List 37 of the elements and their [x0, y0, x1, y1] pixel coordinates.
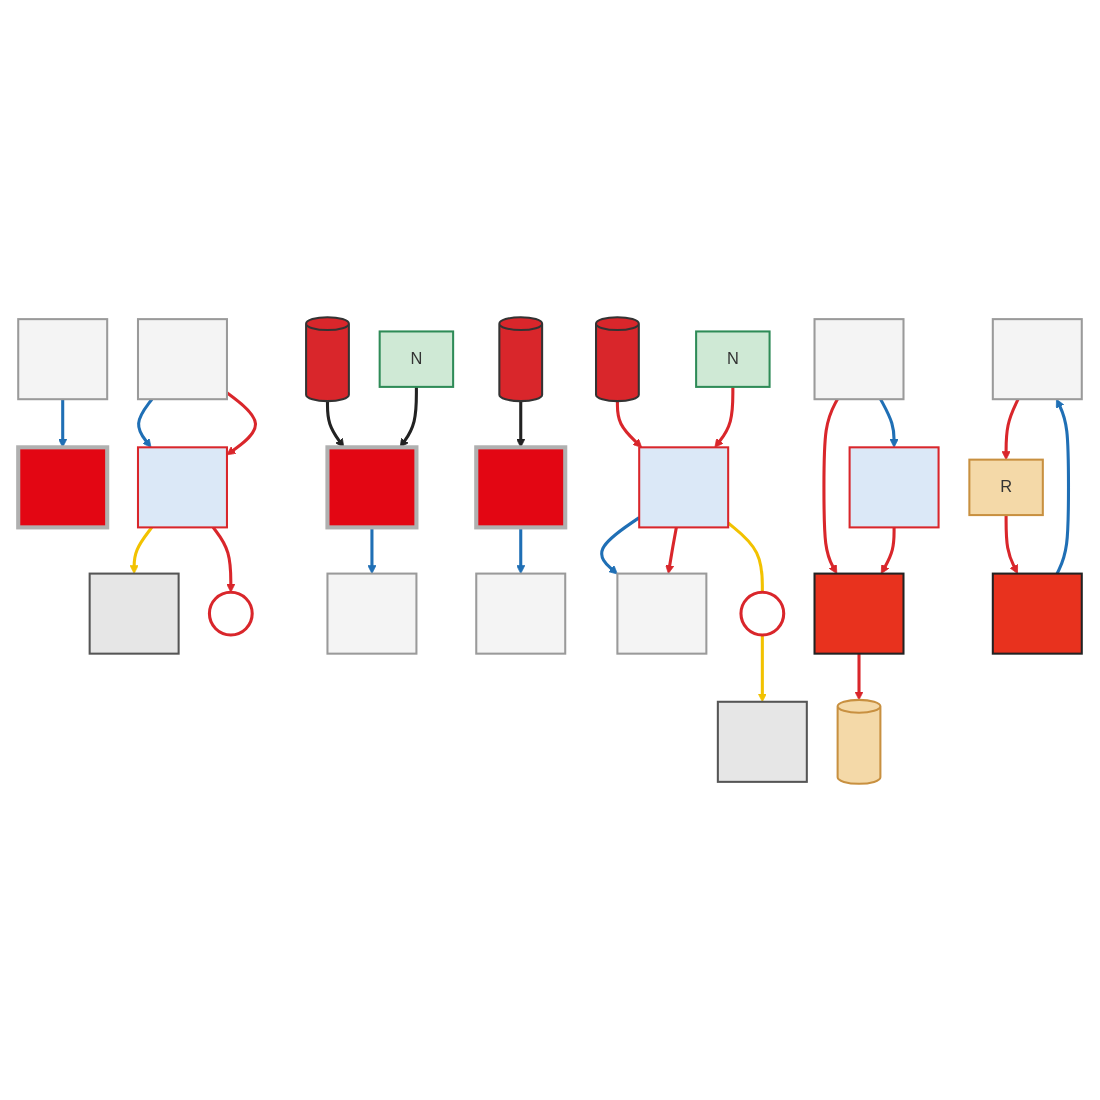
arrow [615, 400, 643, 448]
node-box [17, 317, 109, 400]
node-box [695, 329, 771, 388]
node-box [848, 445, 940, 528]
node-box [638, 445, 730, 528]
node-box [616, 572, 708, 655]
arrow [1055, 398, 1071, 574]
node-box [813, 317, 905, 400]
node-box [136, 317, 228, 400]
node-cylinder [305, 315, 350, 402]
node-box [378, 329, 455, 388]
arrow [665, 526, 678, 574]
arrow [226, 390, 257, 455]
node-circle [739, 590, 786, 637]
connector [727, 521, 764, 592]
diagram: N N R [10, 10, 1090, 1090]
node-cylinder [595, 315, 640, 402]
node-box [88, 572, 180, 655]
arrow [757, 634, 767, 702]
node-box [716, 700, 808, 783]
node-box [325, 444, 419, 529]
node-cylinder [498, 315, 544, 402]
arrow [1001, 398, 1020, 460]
node-box [991, 572, 1083, 655]
node-box [326, 572, 418, 655]
node-box [16, 444, 110, 529]
node-box [475, 572, 567, 655]
arrow [1004, 514, 1018, 574]
arrow [880, 526, 896, 574]
arrow [854, 653, 864, 700]
node-box [991, 317, 1083, 400]
node-box [968, 458, 1044, 516]
node-cylinder [836, 698, 882, 785]
node-box [136, 445, 228, 528]
node-box [813, 572, 905, 655]
node-circle [207, 590, 254, 637]
node-box [474, 444, 568, 529]
